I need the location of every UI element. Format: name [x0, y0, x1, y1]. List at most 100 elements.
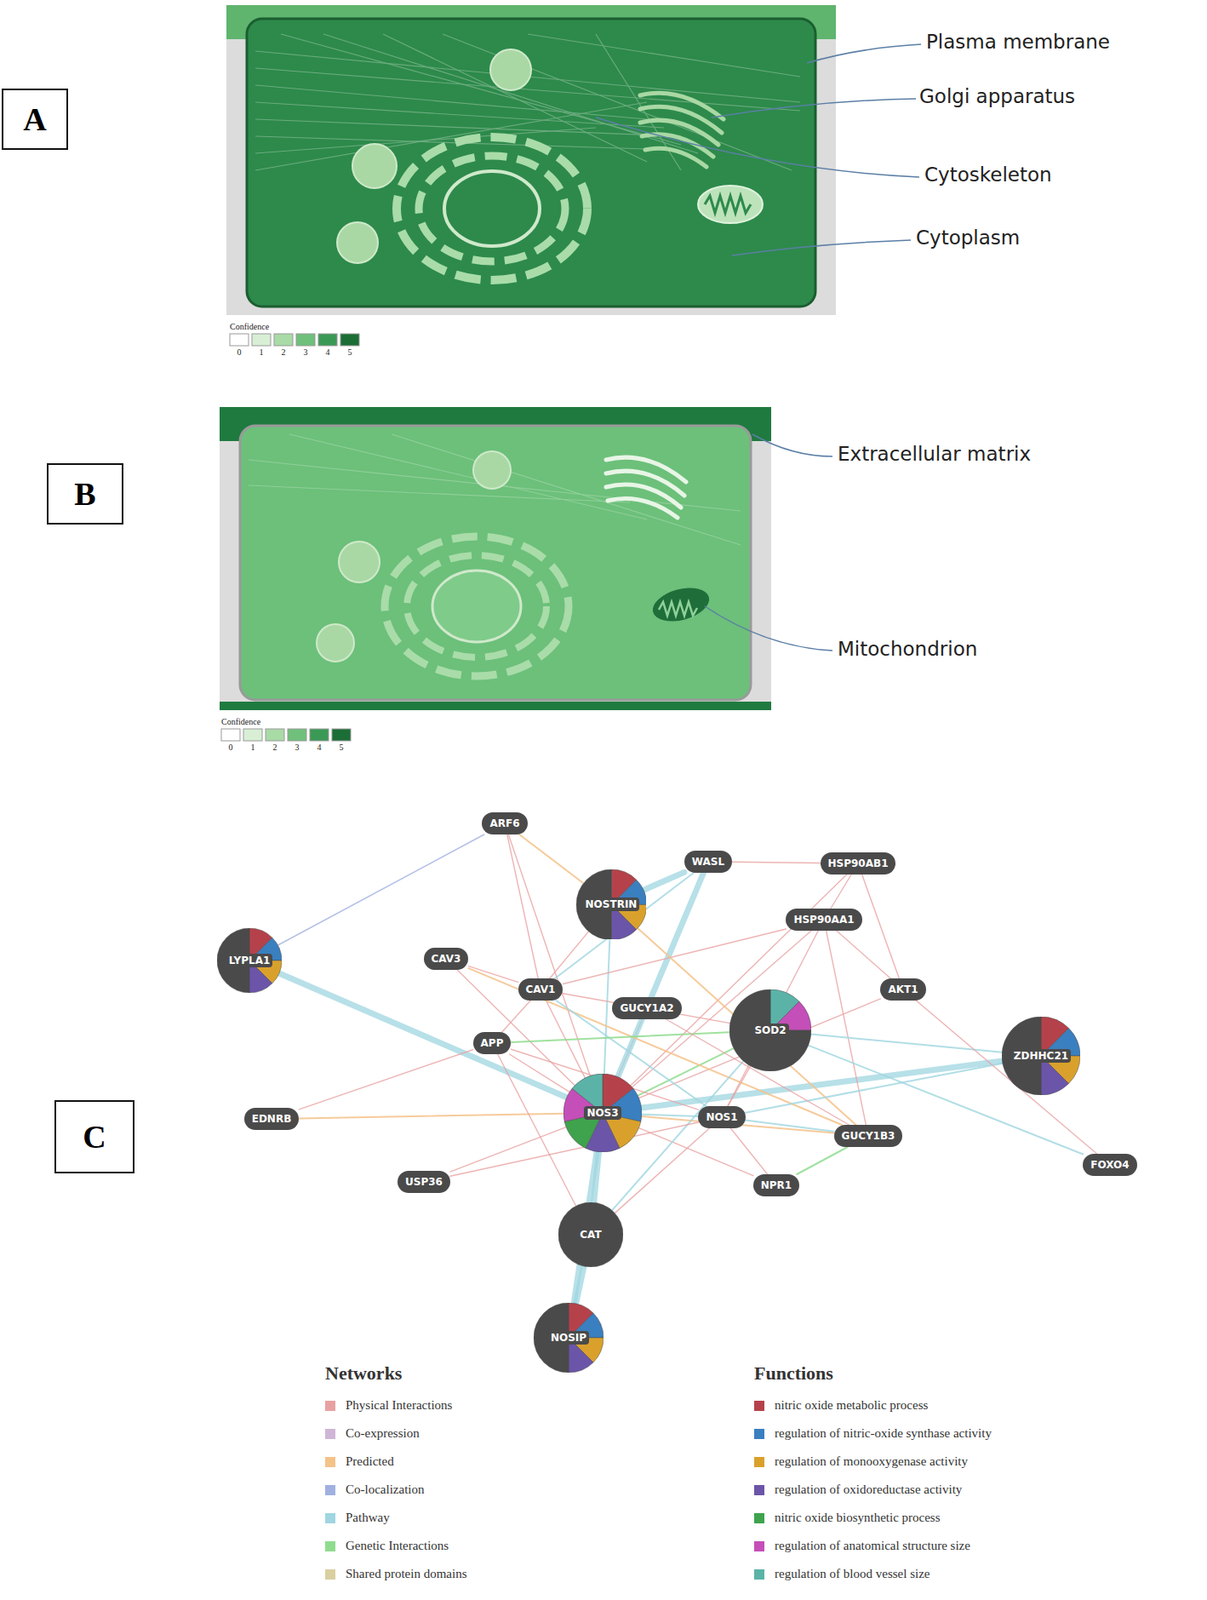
network-edge — [502, 1000, 531, 1032]
gene-node: APP — [473, 1031, 512, 1054]
legend-text: regulation of monooxygenase activity — [774, 1453, 968, 1469]
legend-item: regulation of anatomical structure size — [754, 1538, 971, 1553]
legend-text: Predicted — [345, 1453, 395, 1469]
gene-node: ZDHHC21 — [1001, 1016, 1081, 1095]
legend-swatch — [754, 1512, 765, 1523]
gene-node: GUCY1A2 — [612, 996, 681, 1019]
gene-node: HSP90AA1 — [785, 908, 862, 931]
gene-node: NOSTRIN — [576, 869, 647, 940]
gene-label: GUCY1A2 — [617, 1001, 676, 1015]
gene-node: NPR1 — [753, 1173, 800, 1196]
legend-swatch — [754, 1540, 765, 1551]
legend-item: regulation of blood vessel size — [754, 1566, 930, 1581]
gene-label: NPR1 — [758, 1178, 795, 1192]
gene-label: FOXO4 — [1087, 1157, 1132, 1172]
scale-number: 5 — [348, 347, 353, 357]
scale-number: 0 — [237, 347, 242, 357]
callout-label: Extracellular matrix — [837, 442, 1031, 465]
legend-item: Physical Interactions — [325, 1397, 452, 1413]
legend-item: nitric oxide metabolic process — [754, 1397, 928, 1413]
legend-text: nitric oxide biosynthetic process — [774, 1510, 941, 1525]
callout-label: Golgi apparatus — [919, 85, 1076, 108]
legend-item: regulation of nitric-oxide synthase acti… — [754, 1425, 992, 1441]
legend-text: Pathway — [345, 1510, 390, 1525]
network-edge — [450, 1126, 567, 1173]
network-edge — [562, 928, 786, 984]
gene-label: AKT1 — [885, 982, 921, 996]
gene-label: LYPLA1 — [226, 953, 274, 967]
network-edge — [576, 1265, 584, 1304]
gene-node: WASL — [684, 850, 733, 873]
gene-node: LYPLA1 — [217, 927, 282, 993]
scale-number: 2 — [281, 347, 287, 357]
network-edge — [641, 1114, 698, 1116]
legend-swatch — [325, 1484, 336, 1495]
legend-item: Co-localization — [325, 1481, 424, 1497]
network-edge — [562, 993, 730, 1024]
network-edge — [745, 1120, 835, 1132]
legend-swatch — [325, 1512, 336, 1523]
gene-node: NOS1 — [697, 1105, 745, 1128]
legend-swatch — [325, 1400, 336, 1411]
legend-item: Shared protein domains — [325, 1566, 467, 1581]
panel-letter: C — [82, 1117, 106, 1156]
legend-swatch — [754, 1428, 765, 1439]
legend-swatch — [325, 1428, 336, 1439]
scale-number: 2 — [273, 742, 278, 752]
gene-label: NOSTRIN — [583, 897, 641, 911]
legend-text: regulation of anatomical structure size — [774, 1538, 971, 1553]
legend-item: Predicted — [325, 1453, 395, 1469]
legend-text: Shared protein domains — [345, 1566, 467, 1581]
legend-swatch — [754, 1568, 765, 1579]
gene-label: APP — [478, 1035, 507, 1050]
legend-text: regulation of blood vessel size — [774, 1566, 930, 1581]
scale-number: 5 — [339, 742, 344, 752]
legend-swatch — [754, 1400, 765, 1411]
panel-letter-box: C — [54, 1099, 135, 1173]
scale-number: 4 — [317, 742, 322, 752]
gene-label: EDNRB — [249, 1111, 295, 1126]
legend-heading: Functions — [754, 1361, 834, 1385]
legend-text: regulation of oxidoreductase activity — [774, 1481, 962, 1497]
network-edge — [862, 874, 900, 979]
network-edge — [732, 861, 820, 863]
network-edge — [830, 874, 852, 909]
network-edge — [497, 1053, 577, 1206]
network-edge — [796, 1146, 848, 1174]
network-edge — [468, 966, 518, 983]
network-edge — [630, 874, 847, 1086]
network-edge — [836, 930, 892, 979]
gene-node: CAT — [558, 1201, 624, 1267]
gene-node: SOD2 — [729, 989, 812, 1071]
gene-label: GUCY1B3 — [839, 1128, 899, 1143]
network-edge — [643, 871, 685, 890]
network-edge — [298, 1113, 564, 1119]
legend-swatch — [754, 1484, 765, 1495]
gene-node: GUCY1B3 — [834, 1124, 904, 1147]
cell-panel-b — [219, 406, 833, 741]
scale-number: 4 — [326, 347, 331, 357]
legend-text: nitric oxide metabolic process — [774, 1397, 928, 1413]
legend-item: Genetic Interactions — [325, 1538, 449, 1553]
network-edge — [604, 938, 610, 1074]
network-edge — [507, 834, 538, 979]
network-edge — [277, 834, 484, 945]
gene-node: NOS3 — [563, 1073, 642, 1152]
gene-node: NOSIP — [533, 1302, 604, 1373]
legend-text: Co-expression — [345, 1425, 420, 1441]
network-edge — [519, 834, 584, 883]
gene-node: FOXO4 — [1082, 1153, 1137, 1176]
panel-letter-box: B — [46, 463, 124, 525]
scale-number: 1 — [259, 347, 264, 357]
callout-label: Plasma membrane — [926, 30, 1110, 53]
gene-label: NOS3 — [583, 1105, 621, 1120]
legend-text: Physical Interactions — [345, 1397, 452, 1413]
panel-letter: B — [74, 474, 96, 513]
gene-label: WASL — [689, 854, 727, 869]
legend-item: nitric oxide biosynthetic process — [754, 1510, 941, 1525]
legend-item: Pathway — [325, 1510, 390, 1525]
scale-title: Confidence — [221, 716, 261, 727]
callout-label: Cytoskeleton — [924, 163, 1053, 186]
network-edge — [298, 1049, 473, 1110]
